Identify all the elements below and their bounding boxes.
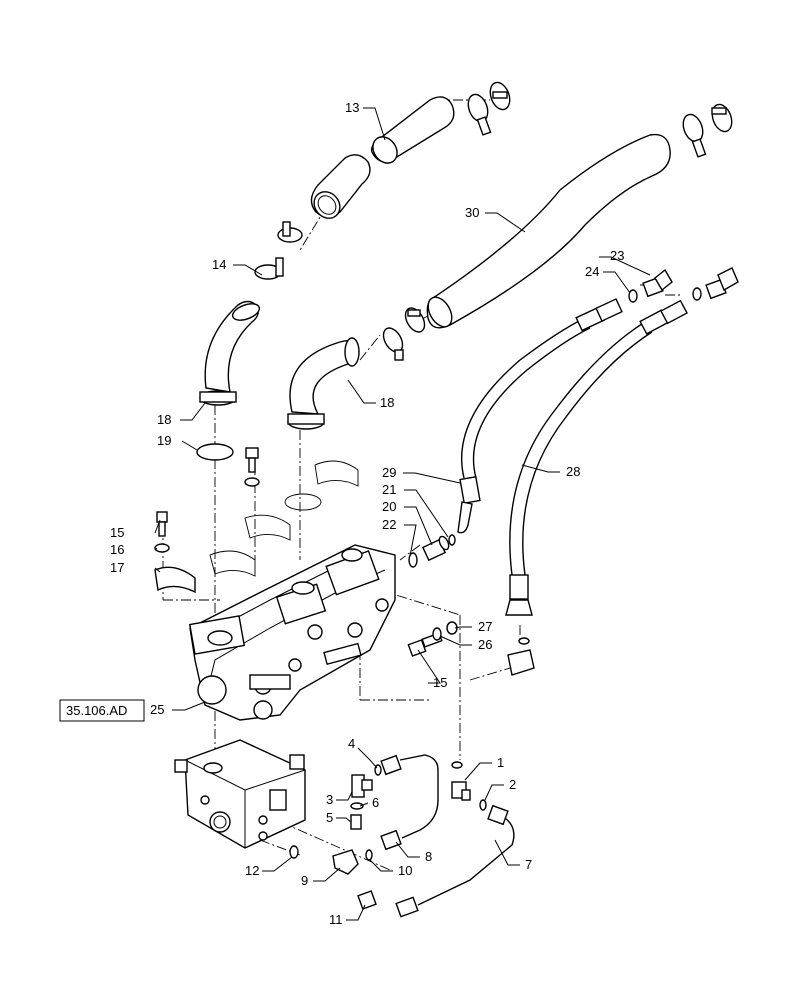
callout-4[interactable]: 4 [348,736,355,751]
flange-clamp-ghost-1 [244,514,291,541]
elbow-18-left [199,300,261,406]
elbow-18-right [287,337,360,430]
callout-23[interactable]: 23 [610,248,624,263]
fitting-11 [357,890,377,910]
flange-clamp-ghost-2 [314,460,359,487]
plug-5 [350,814,362,830]
bolt-15-left [156,511,168,537]
callout-8[interactable]: 8 [425,849,432,864]
callout-22[interactable]: 22 [382,517,396,532]
callout-28[interactable]: 28 [566,464,580,479]
callout-25[interactable]: 25 [150,702,164,717]
callout-27[interactable]: 27 [478,619,492,634]
tube-7 [395,799,515,918]
callout-21[interactable]: 21 [382,482,396,497]
tube-8 [380,754,439,851]
flange-clamp-ghost-3 [209,550,256,577]
pump-assembly-25 [188,544,396,721]
callout-26[interactable]: 26 [478,637,492,652]
fitting-20 [421,535,450,562]
callout-20[interactable]: 20 [382,499,396,514]
o-ring-21 [448,534,456,546]
hose-clamps-upper [467,81,733,158]
washer-26 [432,627,442,641]
valve-block [174,739,306,849]
hose-clamps-30-lower [382,307,426,361]
hose-13 [310,96,455,219]
callout-18-right[interactable]: 18 [380,395,394,410]
o-ring-19 [196,443,234,461]
o-ring-22 [408,552,418,568]
reference-box[interactable]: 35.106.AD [59,699,145,722]
bolt-ghost-upper [244,447,260,487]
elbow-fitting-23 [642,268,673,298]
callout-5[interactable]: 5 [326,810,333,825]
callout-10[interactable]: 10 [398,863,412,878]
callout-13[interactable]: 13 [345,100,359,115]
callout-15-left[interactable]: 15 [110,525,124,540]
hose-29 [457,298,623,534]
callout-15-right[interactable]: 15 [433,675,447,690]
callout-3[interactable]: 3 [326,792,333,807]
callout-17[interactable]: 17 [110,560,124,575]
hose-clamps-14 [254,221,303,280]
callout-29[interactable]: 29 [382,465,396,480]
callout-12[interactable]: 12 [245,863,259,878]
elbow-fitting-ghost [507,267,739,676]
o-ring-24 [628,289,638,303]
hose-28 [505,299,688,616]
tee-fitting-3 [351,774,373,798]
o-ring-ghost [284,493,322,511]
washer-16 [154,543,170,553]
elbow-fitting-1 [451,761,471,801]
callout-labels: 13 14 30 18 18 19 23 24 29 21 20 22 28 1… [110,100,624,927]
leader-lines [154,107,651,921]
callout-7[interactable]: 7 [525,857,532,872]
hose-30 [426,133,671,329]
o-ring-2 [479,799,487,811]
callout-16[interactable]: 16 [110,542,124,557]
callout-11[interactable]: 11 [329,912,343,927]
callout-2[interactable]: 2 [509,777,516,792]
callout-30[interactable]: 30 [465,205,479,220]
reference-box-label: 35.106.AD [66,703,127,718]
callout-18-left[interactable]: 18 [157,412,171,427]
callout-14[interactable]: 14 [212,257,226,272]
washer-6 [350,802,364,810]
callout-1[interactable]: 1 [497,755,504,770]
callout-9[interactable]: 9 [301,873,308,888]
callout-6[interactable]: 6 [372,795,379,810]
o-ring-12 [289,845,299,859]
callout-19[interactable]: 19 [157,433,171,448]
callout-24[interactable]: 24 [585,264,599,279]
flange-clamp-17 [154,566,196,594]
o-ring-10 [365,849,373,861]
